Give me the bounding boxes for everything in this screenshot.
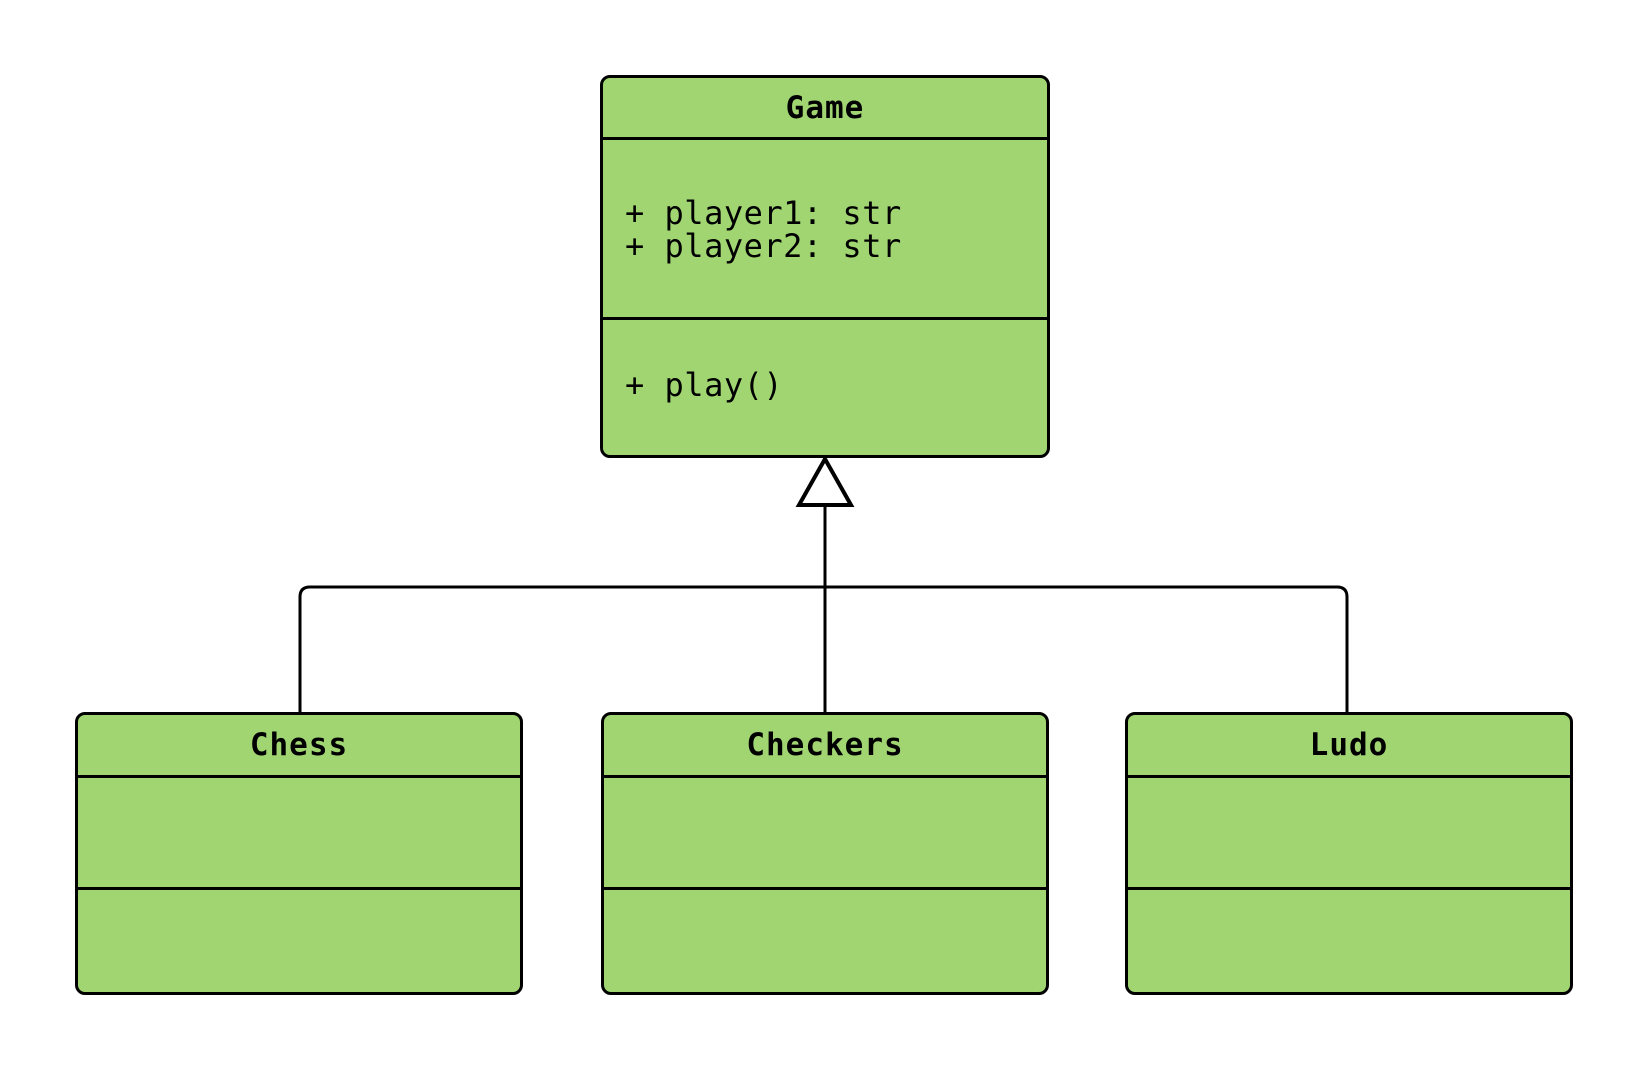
- class-ludo-attributes: [1128, 778, 1570, 890]
- class-ludo-title: Ludo: [1128, 715, 1570, 778]
- method-play: + play(): [625, 366, 784, 404]
- class-checkers[interactable]: Checkers: [601, 712, 1049, 995]
- class-game-methods: + play(): [603, 320, 1047, 455]
- class-checkers-title: Checkers: [604, 715, 1046, 778]
- class-chess-title: Chess: [78, 715, 520, 778]
- class-ludo-methods: [1128, 890, 1570, 992]
- class-game-attributes: + player1: str + player2: str: [603, 140, 1047, 320]
- class-game-title: Game: [603, 78, 1047, 140]
- attribute-player2: + player2: str: [625, 227, 902, 265]
- class-ludo[interactable]: Ludo: [1125, 712, 1573, 995]
- class-checkers-methods: [604, 890, 1046, 992]
- class-chess-methods: [78, 890, 520, 992]
- class-game[interactable]: Game + player1: str + player2: str + pla…: [600, 75, 1050, 458]
- class-chess[interactable]: Chess: [75, 712, 523, 995]
- attribute-player1: + player1: str: [625, 194, 902, 232]
- class-checkers-attributes: [604, 778, 1046, 890]
- inheritance-triangle-icon: [795, 454, 855, 507]
- class-chess-attributes: [78, 778, 520, 890]
